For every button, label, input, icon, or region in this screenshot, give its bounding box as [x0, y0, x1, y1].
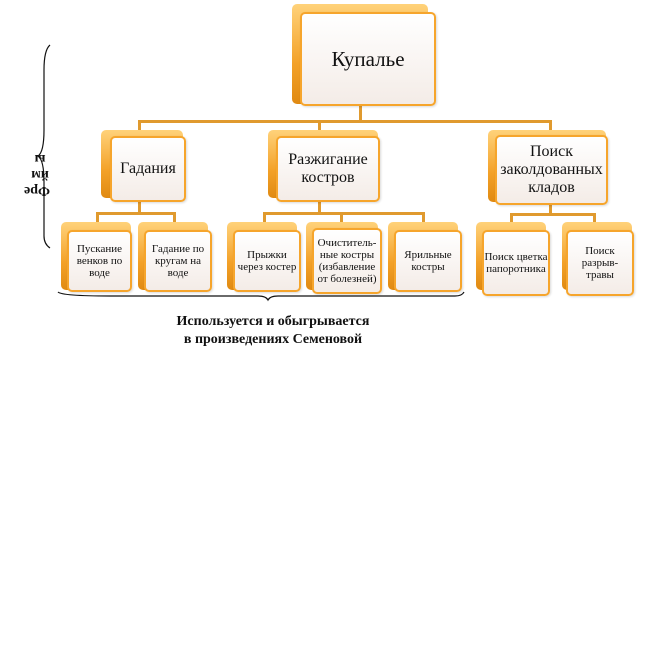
leaf-krugi-label: Гадание по кругам на воде	[151, 243, 205, 279]
category-gadania: Гадания	[110, 136, 186, 202]
root-node: Купалье	[300, 12, 436, 106]
connector-razzh-bar	[263, 212, 425, 215]
caption: Используется и обыгрывается в произведен…	[150, 313, 396, 349]
leaf-razryv-trava: Поиск разрыв-травы	[566, 230, 634, 296]
connector-poisk-bar	[510, 213, 596, 216]
connector-gadania-bar	[96, 212, 176, 215]
leaf-venki: Пускание венков по воде	[67, 230, 132, 292]
category-razzhiganie: Разжигание костров	[276, 136, 380, 202]
connector-razzh-down	[318, 200, 321, 214]
leaf-paporotnik: Поиск цветка папоротника	[482, 230, 550, 296]
bottom-horizontal-brace	[57, 291, 465, 302]
category-poisk: Поиск заколдованных кладов	[495, 135, 608, 205]
leaf-paporotnik-label: Поиск цветка папоротника	[484, 251, 548, 275]
connector-razzh-right	[422, 212, 425, 226]
side-label-line1: Фре	[23, 183, 50, 198]
caption-line2: в произведениях Семеновой	[183, 332, 363, 347]
category-razzhiganie-label: Разжигание костров	[288, 151, 368, 186]
side-label-line2: йм	[31, 167, 49, 182]
connector-gadania-down	[138, 200, 141, 214]
frames-side-label: Фре йм ы	[23, 150, 50, 198]
category-poisk-label: Поиск заколдованных кладов	[500, 143, 603, 196]
connector-level1-bar	[138, 120, 552, 123]
leaf-yarilnye-label: Ярильные костры	[404, 249, 452, 273]
connector-to-razzhiganie	[318, 120, 321, 136]
connector-poisk-left	[510, 213, 513, 225]
connector-razzh-left	[263, 212, 266, 226]
leaf-venki-label: Пускание венков по воде	[76, 243, 123, 279]
connector-poisk-right	[593, 213, 596, 225]
leaf-pryzhki-label: Прыжки через костер	[237, 249, 297, 273]
leaf-yarilnye: Ярильные костры	[394, 230, 462, 292]
connector-to-gadania	[138, 120, 141, 136]
leaf-ochistitelnye: Очиститель-ные костры (избавление от бол…	[312, 228, 382, 294]
leaf-pryzhki: Прыжки через костер	[233, 230, 301, 292]
connector-razzh-mid	[340, 212, 343, 226]
caption-line1: Используется и обыгрывается	[176, 314, 370, 329]
connector-to-poisk	[549, 120, 552, 136]
connector-root-down	[359, 106, 362, 122]
connector-gadania-left	[96, 212, 99, 226]
leaf-krugi: Гадание по кругам на воде	[144, 230, 212, 292]
leaf-ochistitelnye-label: Очиститель-ные костры (избавление от бол…	[317, 237, 377, 285]
side-label-line3: ы	[34, 151, 46, 166]
connector-gadania-right	[173, 212, 176, 226]
root-node-label: Купалье	[331, 46, 405, 71]
connector-poisk-down	[549, 203, 552, 215]
left-vertical-brace	[36, 44, 51, 249]
leaf-razryv-trava-label: Поиск разрыв-травы	[581, 245, 619, 281]
category-gadania-label: Гадания	[120, 160, 176, 177]
